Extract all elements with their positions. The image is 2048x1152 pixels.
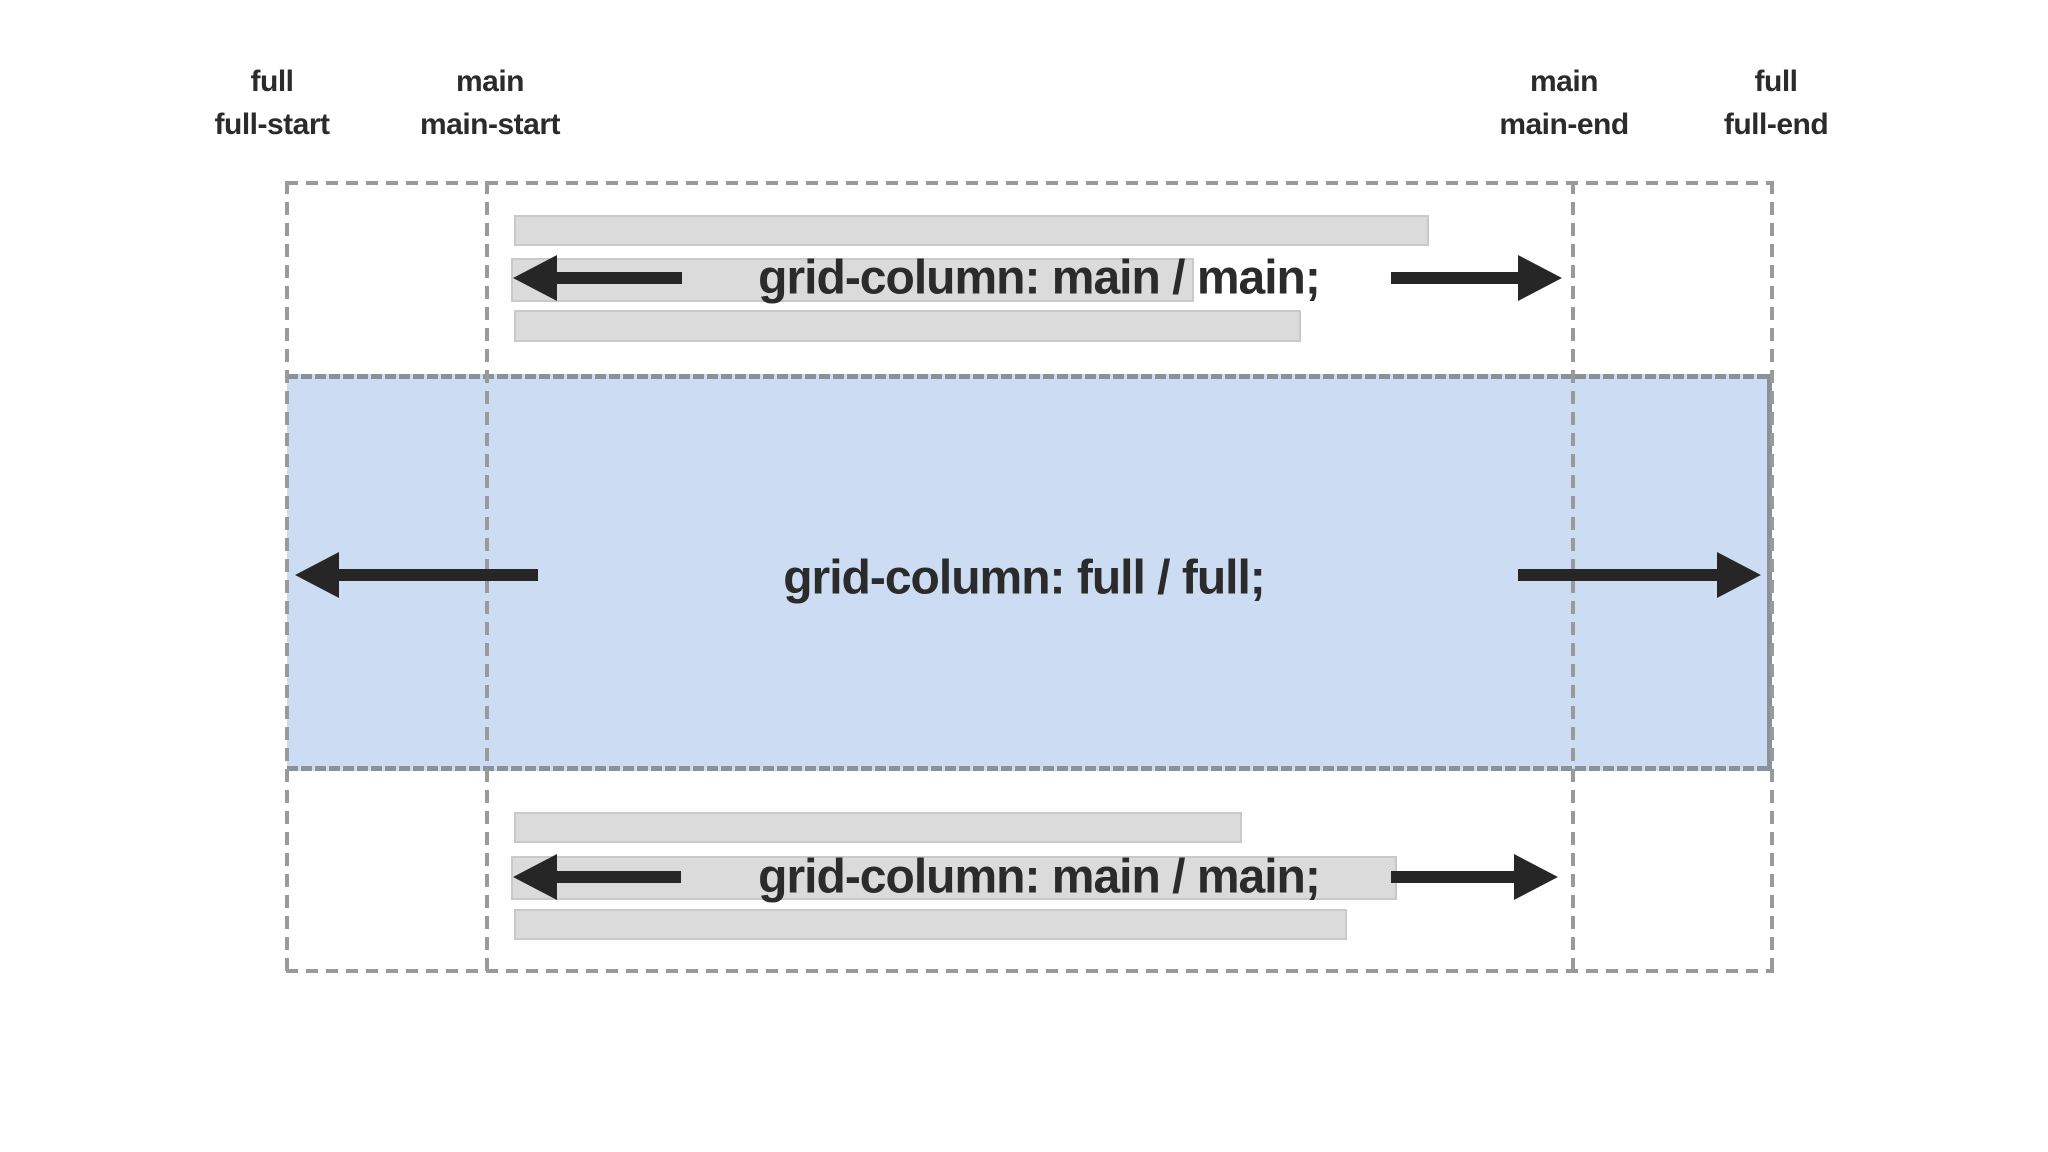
arrow-left-icon	[295, 552, 538, 598]
arrow-shaft	[553, 272, 682, 284]
arrow-head	[1514, 854, 1558, 900]
label-main-end-line: main-end	[1499, 108, 1629, 141]
label-main-end: main main-end	[1414, 60, 1714, 146]
placeholder-text-bar	[514, 812, 1242, 843]
arrow-right-icon	[1391, 854, 1558, 900]
arrow-head	[1717, 552, 1761, 598]
label-full-start-word: full	[250, 65, 295, 98]
arrow-shaft	[553, 871, 681, 883]
arrow-head	[513, 255, 557, 301]
code-caption-main-top: grid-column: main / main;	[758, 251, 1321, 305]
grid-line-bottom	[286, 969, 1774, 973]
label-main-end-word: main	[1529, 65, 1599, 98]
code-caption-main-bottom: grid-column: main / main;	[758, 850, 1321, 904]
arrow-left-icon	[513, 854, 681, 900]
label-full-start: full full-start	[122, 60, 422, 146]
label-main-start-line: main-start	[419, 108, 561, 141]
arrow-shaft	[1518, 569, 1721, 581]
label-full-start-line: full-start	[214, 108, 331, 141]
grid-line-full-start	[285, 181, 289, 973]
placeholder-text-bar	[514, 310, 1301, 342]
arrow-left-icon	[513, 255, 682, 301]
label-main-start: main main-start	[340, 60, 640, 146]
full-region-bottom-edge	[287, 766, 1767, 771]
label-full-end-line: full-end	[1723, 108, 1829, 141]
arrow-shaft	[335, 569, 538, 581]
label-full-end-word: full	[1754, 65, 1799, 98]
placeholder-text-bar	[511, 258, 1194, 302]
arrow-head	[513, 854, 557, 900]
arrow-right-icon	[1391, 255, 1562, 301]
grid-line-top	[286, 181, 1774, 185]
arrow-shaft	[1391, 871, 1518, 883]
arrow-head	[295, 552, 339, 598]
arrow-shaft	[1391, 272, 1522, 284]
label-main-start-word: main	[455, 65, 525, 98]
full-region-top-edge	[287, 374, 1767, 379]
placeholder-text-bar	[514, 215, 1429, 246]
arrow-right-icon	[1518, 552, 1761, 598]
grid-line-full-end	[1770, 181, 1774, 973]
arrow-head	[1518, 255, 1562, 301]
code-caption-full: grid-column: full / full;	[783, 551, 1266, 605]
label-full-end: full full-end	[1626, 60, 1926, 146]
placeholder-text-bar	[514, 909, 1347, 940]
